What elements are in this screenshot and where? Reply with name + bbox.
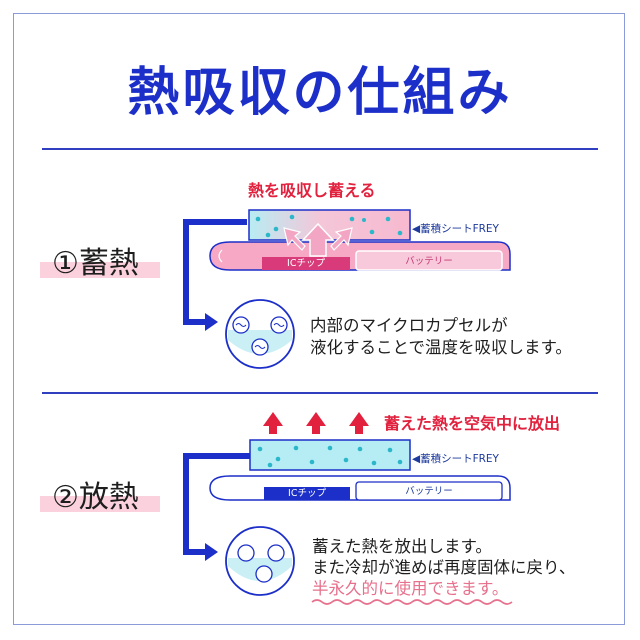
section2-battery	[355, 481, 503, 501]
section1-heat-flow-arrows	[283, 222, 353, 257]
section2-chip-label: ICチップ	[288, 488, 326, 499]
section2-connector-arrow	[183, 453, 250, 561]
section2-ic-chip	[264, 487, 350, 500]
section2-heading: 蓄えた熱を空気中に放出	[384, 414, 561, 433]
section1-capsule-closeup	[225, 299, 295, 369]
section1-connector-arrow	[183, 219, 247, 331]
section1-capsule-dots	[255, 214, 403, 238]
section1-battery	[355, 250, 503, 271]
section1-chip-label: ICチップ	[287, 258, 325, 269]
section1-sheet-label: ◀蓄積シートFREY	[412, 223, 499, 235]
section1-battery-label: バッテリー	[405, 256, 453, 267]
section2-label-highlight	[40, 496, 160, 512]
section2-heat-sheet	[249, 439, 411, 471]
section2-desc-line2: また冷却が進めば再度固体に戻り、	[312, 558, 576, 577]
frame-border	[13, 13, 625, 625]
section1-desc-line1: 内部のマイクロカプセルが	[310, 316, 508, 335]
section2-capsule-closeup	[225, 526, 295, 596]
section2-capsule-dots	[257, 445, 403, 468]
wavy-underline	[311, 599, 513, 605]
section1-label-highlight	[40, 262, 160, 278]
section2-release-arrows	[263, 412, 369, 434]
section1-desc-line2: 液化することで温度を吸収します。	[310, 338, 572, 357]
divider-middle	[42, 392, 598, 394]
section1-heading: 熱を吸収し蓄える	[248, 181, 376, 200]
section2-sheet-label: ◀蓄積シートFREY	[412, 453, 499, 465]
section2-desc-line3: 半永久的に使用できます。	[312, 579, 509, 598]
section2-battery-label: バッテリー	[405, 486, 453, 497]
page-title: 熱吸収の仕組み	[127, 63, 513, 123]
section1-ic-chip	[262, 257, 350, 270]
section2-label: ②放熱	[52, 480, 139, 515]
section2-desc-line1: 蓄えた熱を放出します。	[312, 537, 492, 556]
section1-label: ①蓄熱	[52, 246, 139, 281]
divider-top	[42, 148, 598, 150]
